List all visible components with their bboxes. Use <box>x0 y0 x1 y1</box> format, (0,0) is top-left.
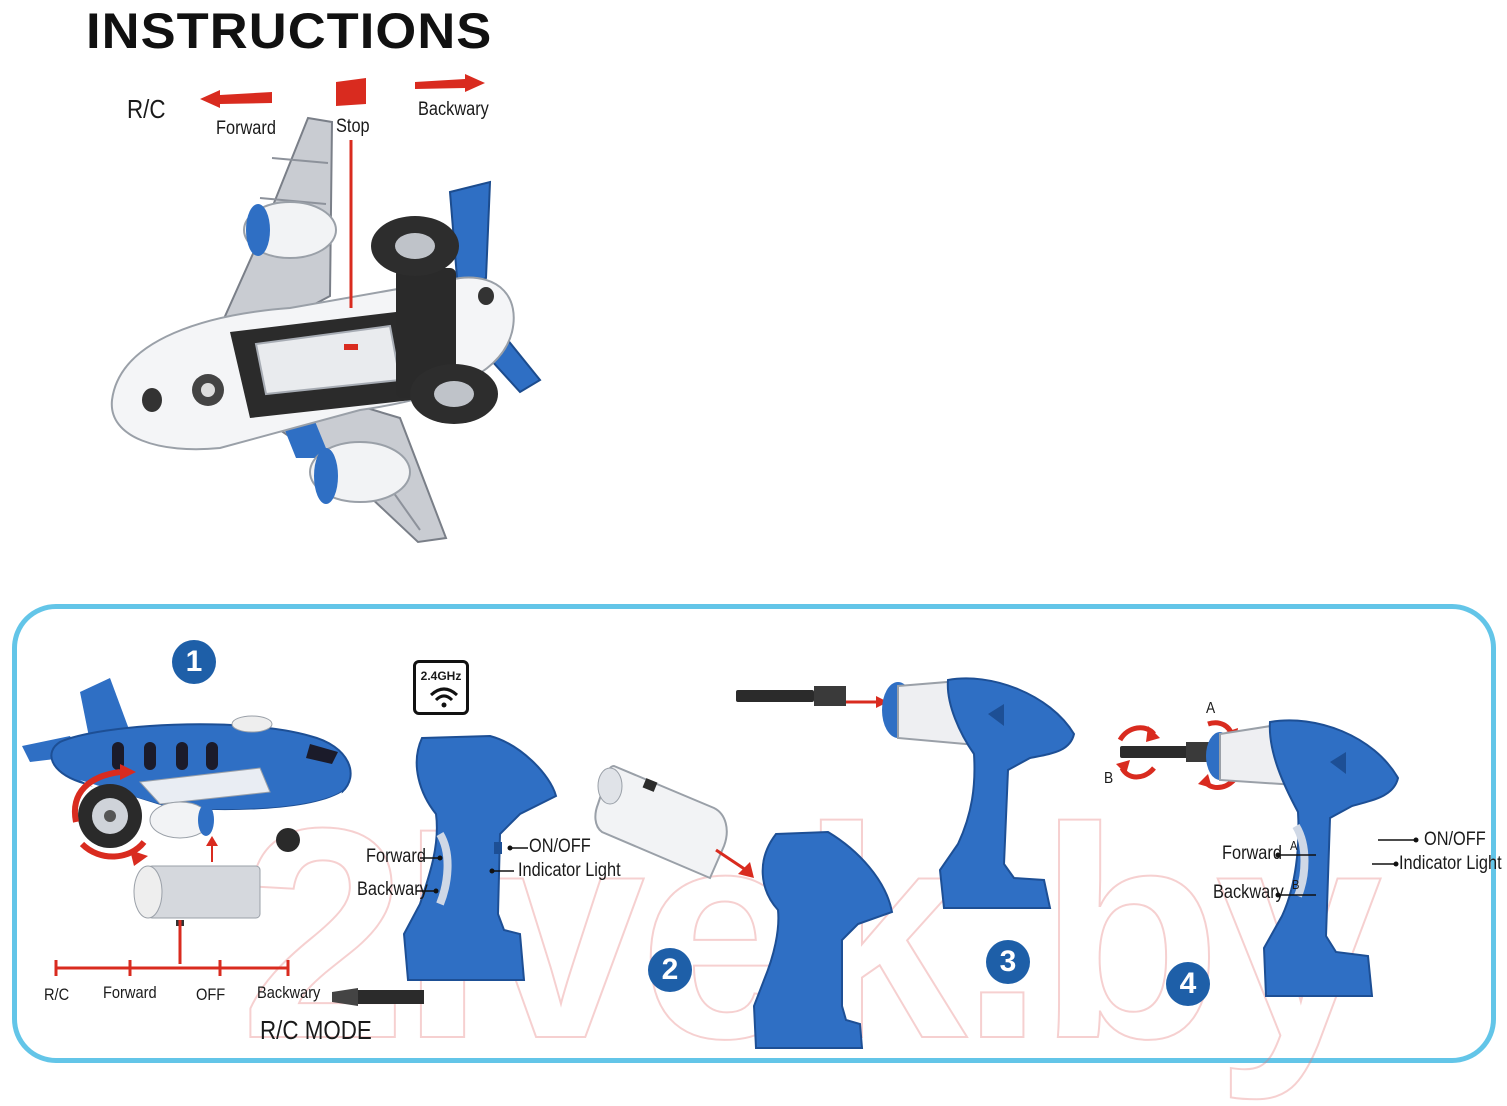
rc-mode-caption: R/C MODE <box>260 1015 372 1045</box>
remote-indicator-label: Indicator Light <box>518 860 621 881</box>
switch-label-off: OFF <box>196 985 226 1004</box>
insert-arrow-icon <box>715 848 754 878</box>
step4-backward-label: Backwary <box>1213 882 1284 903</box>
frequency-badge: 2.4GHz <box>413 660 469 715</box>
rotation-label-b: B <box>1104 770 1114 787</box>
leader-line <box>1378 837 1419 843</box>
screwdriver-bit-icon <box>332 988 424 1006</box>
step4-forward-label: Forward <box>1222 843 1282 864</box>
power-module-illustration <box>594 764 728 880</box>
step4-onoff-label: ON/OFF <box>1424 829 1486 850</box>
rotation-label-a: A <box>1206 700 1216 717</box>
drill-assembled-step4-illustration <box>1120 719 1400 997</box>
remote-backward-label: Backwary <box>357 879 428 900</box>
leader-line <box>1275 852 1316 858</box>
leader-line <box>1372 861 1399 867</box>
wifi-icon <box>429 687 459 708</box>
rc-plane-illustration <box>110 116 542 544</box>
leader-line <box>416 888 439 894</box>
backward-label: Backwary <box>418 99 489 120</box>
remote-forward-label: Forward <box>366 846 426 867</box>
step4-forward-key: A <box>1290 838 1298 853</box>
step4-indicator-label: Indicator Light <box>1399 853 1502 874</box>
rc-mode-label: R/C <box>127 94 166 124</box>
leader-line <box>1275 892 1316 898</box>
switch-label-rc: R/C <box>44 985 70 1004</box>
remote-handle-illustration <box>402 734 558 981</box>
attach-arrow-icon <box>846 696 888 708</box>
drill-assembled-step3-illustration <box>882 677 1076 909</box>
stop-flag-icon <box>336 78 366 106</box>
steps-panel <box>12 604 1496 1063</box>
leader-line <box>507 845 528 851</box>
page-title: INSTRUCTIONS <box>86 3 493 59</box>
mode-switch-scale <box>54 920 290 976</box>
switch-label-forward: Forward <box>103 983 157 1002</box>
switch-label-backward: Backwary <box>257 983 321 1002</box>
forward-arrow-icon <box>200 90 272 108</box>
step-4-badge: 4 <box>1166 962 1210 1006</box>
remote-onoff-label: ON/OFF <box>529 836 591 857</box>
drill-module-illustration <box>133 865 261 926</box>
leader-line <box>420 855 443 861</box>
frequency-text: 2.4GHz <box>420 669 462 683</box>
step-1-badge: 1 <box>172 640 216 684</box>
leader-line <box>489 868 514 874</box>
airplane-illustration <box>22 678 352 866</box>
screwdriver-bit-step3-icon <box>736 686 846 706</box>
stop-label: Stop <box>336 116 370 137</box>
backward-arrow-icon <box>415 74 485 92</box>
remote-handle-step2-illustration <box>752 830 894 1049</box>
step4-backward-key: B <box>1292 877 1300 892</box>
step-3-badge: 3 <box>986 940 1030 984</box>
forward-label: Forward <box>216 118 276 139</box>
step-2-badge: 2 <box>648 948 692 992</box>
